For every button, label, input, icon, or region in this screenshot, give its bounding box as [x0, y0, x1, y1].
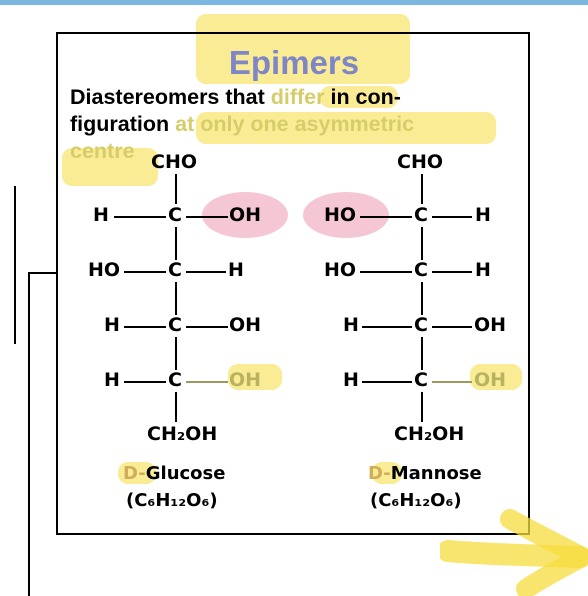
mannose-c2-left: HO — [324, 204, 357, 226]
highlight-glucose-c2-oh — [202, 192, 288, 238]
glucose-top-group: CHO — [151, 151, 197, 173]
mannose-carbon: C — [414, 314, 428, 336]
glucose-bond — [186, 271, 226, 273]
glucose-c4-left: H — [104, 314, 120, 336]
glucose-bond — [175, 227, 177, 260]
glucose-bond — [124, 381, 166, 383]
definition-asymmetric: at only one asymmetric — [175, 112, 415, 136]
mannose-bond — [362, 326, 412, 328]
glucose-carbon: C — [168, 369, 182, 391]
mannose-c5-right: OH — [474, 369, 507, 391]
mannose-name: D-Mannose — [368, 463, 482, 484]
top-border-line — [0, 0, 588, 5]
mannose-bond — [432, 216, 472, 218]
glucose-c5-right: OH — [229, 369, 262, 391]
glucose-c2-right: OH — [229, 204, 262, 226]
glucose-carbon: C — [168, 204, 182, 226]
glucose-bond — [124, 326, 166, 328]
highlight-d-mannose — [372, 462, 402, 484]
glucose-bond — [175, 392, 177, 422]
glucose-formula: (C₆H₁₂O₆) — [126, 490, 218, 511]
glucose-carbon: C — [168, 314, 182, 336]
mannose-c3-right: H — [475, 259, 491, 281]
glucose-bottom-group: CH₂OH — [147, 423, 218, 445]
mannose-bottom-group: CH₂OH — [394, 423, 465, 445]
glucose-carbon: C — [168, 259, 182, 281]
glucose-bond — [175, 174, 177, 204]
mannose-c3-left: HO — [324, 259, 357, 281]
highlight-asymmetric — [196, 112, 496, 144]
definition-text: Diastereomers that differ in con-figurat… — [70, 84, 510, 165]
mannose-formula: (C₆H₁₂O₆) — [370, 490, 462, 511]
mannose-bond — [421, 227, 423, 260]
mannose-c4-left: H — [343, 314, 359, 336]
definition-part: Diastereomers that — [70, 85, 271, 109]
glucose-bond — [114, 216, 166, 218]
mannose-name-text: Mannose — [390, 463, 482, 484]
glucose-bond — [124, 271, 166, 273]
highlight-d-glucose — [118, 462, 156, 484]
mannose-carbon: C — [414, 204, 428, 226]
mannose-bond — [432, 326, 472, 328]
highlight-centre — [62, 148, 158, 186]
highlight-mannose-c2-ho — [303, 192, 389, 238]
glucose-name-text: Glucose — [145, 463, 226, 484]
glucose-bond — [186, 381, 228, 383]
mannose-bond — [362, 381, 412, 383]
mannose-top-group: CHO — [397, 151, 443, 173]
glucose-c4-right: OH — [229, 314, 262, 336]
definition-differ: differ — [270, 85, 325, 109]
highlight-mannose-oh — [470, 364, 522, 390]
glucose-name-prefix: D- — [123, 463, 146, 484]
glucose-c5-left: H — [104, 369, 120, 391]
mannose-bond — [421, 282, 423, 315]
highlighter-arrow-icon — [440, 509, 588, 596]
glucose-bond — [175, 282, 177, 315]
definition-part: in con- — [324, 85, 401, 109]
highlight-title — [196, 14, 410, 84]
mannose-bond — [421, 337, 423, 370]
mannose-c4-right: OH — [474, 314, 507, 336]
glucose-bond — [186, 326, 228, 328]
glucose-bond — [186, 216, 228, 218]
mannose-carbon: C — [414, 369, 428, 391]
glucose-c2-left: H — [93, 204, 109, 226]
glucose-bond — [175, 337, 177, 370]
mannose-bond — [432, 271, 472, 273]
glucose-c3-left: HO — [88, 259, 121, 281]
mannose-bond — [421, 392, 423, 422]
page-title: Epimers — [228, 44, 360, 81]
highlight-glucose-oh — [228, 364, 282, 390]
mannose-bond — [360, 271, 412, 273]
definition-centre: centre — [70, 139, 135, 163]
left-margin-line — [14, 186, 16, 344]
connector-line — [28, 272, 58, 274]
mannose-c5-left: H — [343, 369, 359, 391]
figure-frame — [56, 32, 530, 535]
mannose-c2-right: H — [475, 204, 491, 226]
mannose-bond — [432, 381, 472, 383]
mannose-name-prefix: D- — [368, 463, 391, 484]
mannose-carbon: C — [414, 259, 428, 281]
highlight-differ — [320, 86, 398, 108]
definition-part: figuration — [70, 112, 176, 136]
glucose-name: D-Glucose — [123, 463, 225, 484]
glucose-c3-right: H — [228, 259, 244, 281]
connector-line-vertical — [28, 272, 30, 596]
mannose-bond — [421, 174, 423, 204]
mannose-bond — [360, 216, 412, 218]
